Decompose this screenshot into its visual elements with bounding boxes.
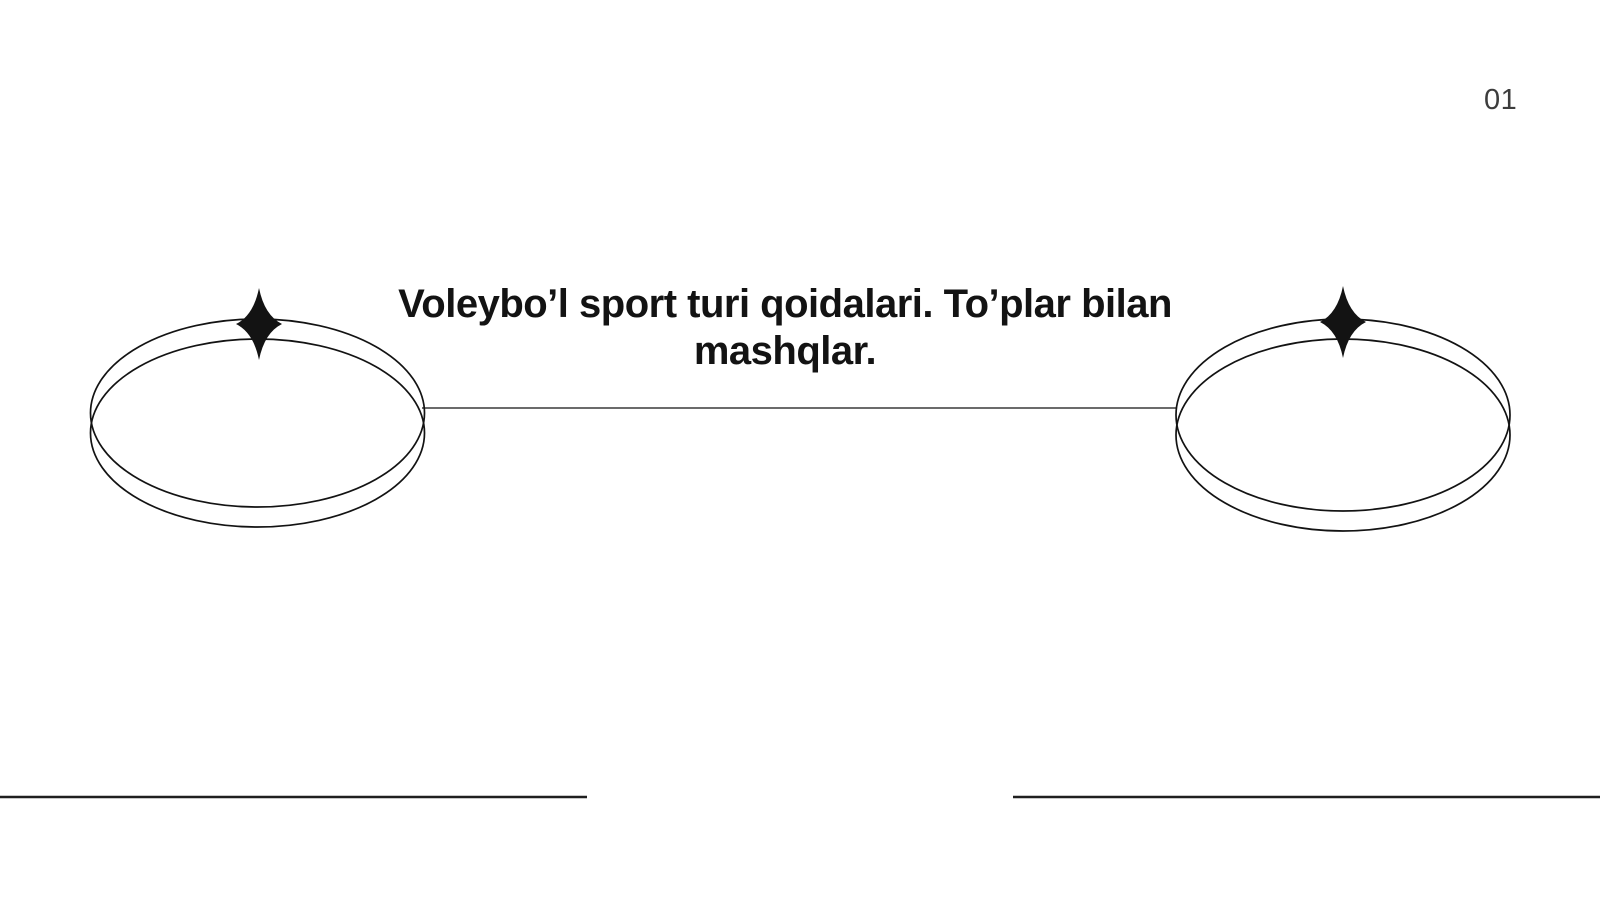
left-sparkle-icon [236,288,282,360]
slide-title: Voleybo’l sport turi qoidalari. To’plar … [285,281,1285,375]
title-line-2: mashqlar. [693,329,877,373]
left-ring-decoration [89,288,426,528]
title-line-1: Voleybo’l sport turi qoidalari. To’plar … [398,282,1172,326]
right-ring-decoration [1175,286,1511,532]
right-sparkle-icon [1320,286,1366,358]
page-number: 01 [1484,84,1518,116]
